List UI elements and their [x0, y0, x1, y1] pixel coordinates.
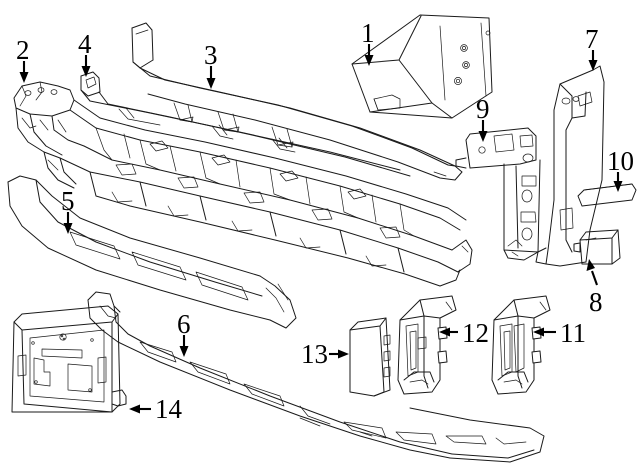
part-9-mounting-bracket	[455, 127, 541, 261]
bumper-reinforcement-beam	[59, 99, 473, 287]
callout-label-12: 12	[462, 318, 489, 348]
part-3-upper-filler-rail	[131, 22, 463, 181]
callout-label-6: 6	[177, 309, 191, 339]
callout-label-11: 11	[560, 318, 586, 348]
part-8-tow-hook-cap	[573, 229, 621, 265]
callout-label-14: 14	[155, 394, 182, 424]
part-12-fog-bezel-left	[397, 295, 457, 395]
callout-label-13: 13	[301, 339, 328, 369]
part-2-left-bracket	[13, 81, 85, 189]
callout-label-2: 2	[16, 35, 30, 65]
part-11-fog-bezel-right	[491, 295, 551, 395]
part-14-license-plate-bracket	[11, 305, 127, 413]
part-6-air-deflector	[87, 291, 545, 463]
callout-label-8: 8	[589, 287, 603, 317]
part-5-lower-valance	[7, 175, 297, 329]
callout-label-7: 7	[585, 24, 599, 54]
leader-lines	[19, 44, 623, 414]
callout-label-10: 10	[607, 146, 634, 176]
callout-label-9: 9	[476, 94, 490, 124]
callout-label-3: 3	[204, 40, 218, 70]
part-7-side-support-panel	[535, 65, 605, 267]
part-4-upper-bracket	[80, 71, 411, 177]
part-10-trim-strip	[577, 183, 637, 207]
part-13-filler-insert	[349, 317, 391, 397]
callout-label-1: 1	[361, 18, 375, 48]
callout-label-5: 5	[61, 186, 75, 216]
callout-label-4: 4	[78, 29, 92, 59]
